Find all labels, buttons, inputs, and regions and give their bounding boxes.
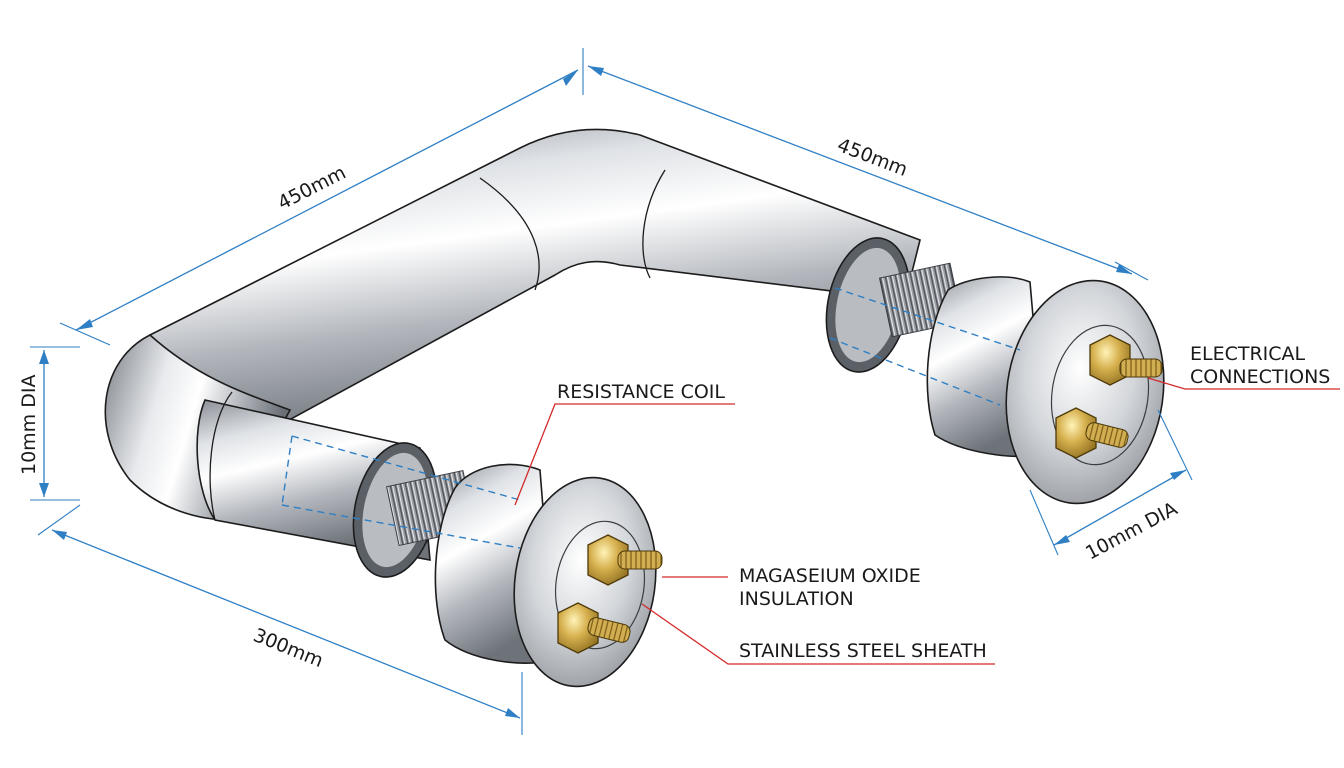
dimension-right-diameter: 10mm DIA	[1082, 498, 1181, 565]
hidden-line	[834, 287, 1021, 351]
extension-line	[1157, 409, 1193, 481]
right-tube-inner	[835, 247, 901, 363]
arrow-head	[505, 708, 520, 718]
hidden-lines	[281, 287, 1021, 549]
arrow-head	[76, 319, 93, 330]
dimension-bottom: 300mm	[250, 624, 326, 672]
right-terminal-assembly	[926, 276, 1165, 505]
hidden-line	[291, 435, 521, 501]
dimension-top-left: 450mm	[274, 162, 349, 215]
dimension-line-top-right	[587, 65, 1133, 275]
left-upper-nut	[587, 534, 629, 586]
label-insulation-line1: MAGASEIUM OXIDE	[739, 565, 921, 587]
leader-electrical-connections	[1147, 377, 1340, 390]
upper-tube-run	[148, 128, 921, 426]
left-terminal-assembly	[434, 463, 663, 688]
right-lower-nut	[1055, 407, 1097, 459]
arrow-head	[39, 350, 49, 364]
label-sheath: STAINLESS STEEL SHEATH	[739, 640, 987, 662]
label-insulation-line2: INSULATION	[739, 588, 854, 610]
left-upper-bolt-thread	[617, 550, 663, 570]
arrow-head	[563, 70, 578, 86]
seam-line	[479, 177, 540, 291]
right-flange	[1005, 279, 1165, 505]
arrow-head	[1054, 535, 1070, 545]
extension-line	[59, 322, 111, 346]
dimension-line-bottom	[51, 529, 521, 719]
hidden-line	[829, 337, 1001, 406]
hidden-line	[281, 504, 521, 549]
extension-line	[1114, 261, 1149, 281]
label-resistance-coil: RESISTANCE COIL	[557, 381, 725, 403]
label-electrical-connections-line2: CONNECTIONS	[1190, 366, 1330, 388]
dimension-line-right-diameter	[1053, 469, 1187, 546]
seam-line	[642, 169, 666, 279]
seam-line	[209, 391, 233, 521]
extension-line	[1029, 489, 1059, 556]
left-lower-nut	[557, 602, 599, 654]
dimension-lines	[30, 48, 1193, 735]
right-lower-bolt-thread	[1085, 422, 1129, 448]
right-flange-inner-ring	[1050, 324, 1150, 466]
extension-line	[37, 504, 81, 536]
leader-resistance-coil	[514, 403, 735, 506]
arrow-head	[1170, 470, 1186, 480]
dimension-top-right: 450mm	[834, 134, 910, 181]
arrow-head	[39, 483, 49, 497]
arrow-head	[1116, 264, 1132, 274]
leader-sheath	[641, 603, 995, 665]
left-flange-inner-ring	[554, 520, 646, 650]
dimension-line-top-left	[75, 69, 579, 331]
arrow-head	[588, 66, 604, 76]
label-electrical-connections-line1: ELECTRICAL	[1190, 343, 1306, 365]
left-lower-bolt-thread	[587, 617, 631, 643]
right-upper-bolt-thread	[1119, 358, 1163, 378]
leader-lines	[514, 377, 1340, 665]
dimension-left-diameter: 10mm DIA	[18, 375, 40, 475]
arrow-head	[52, 530, 67, 540]
